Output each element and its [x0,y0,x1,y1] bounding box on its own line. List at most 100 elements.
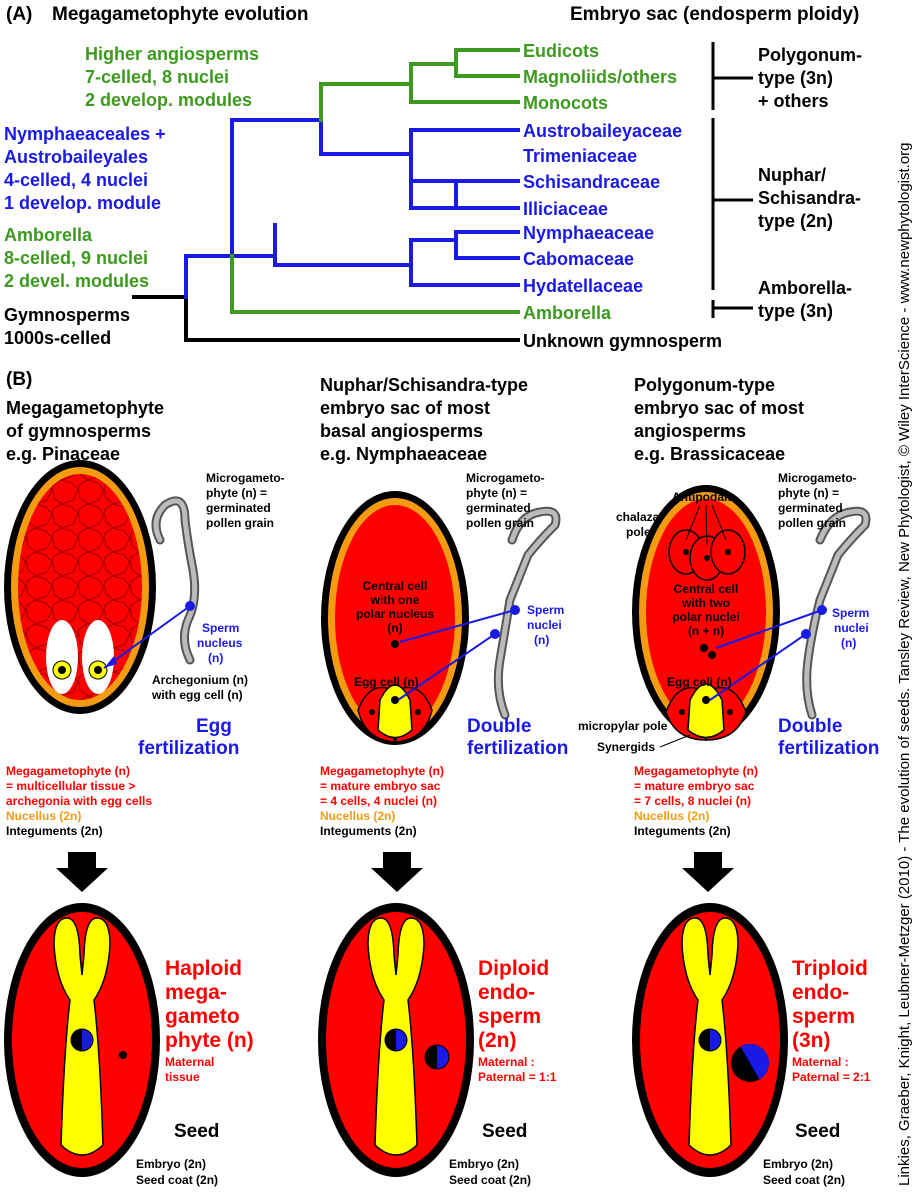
col3-fertilization-label: Double fertilization [778,716,879,759]
arrowhead [104,656,117,668]
taxon-monocots: Monocots [523,93,608,113]
svg-text:pollen grain: pollen grain [466,516,534,530]
svg-text:(n + n): (n + n) [688,624,724,638]
svg-text:sperm: sperm [478,1005,541,1028]
taxon-hydatellaceae: Hydatellaceae [523,276,643,296]
taxon-trimeniaceae: Trimeniaceae [523,146,637,166]
svg-text:8-celled, 9 nuclei: 8-celled, 9 nuclei [4,248,148,268]
taxon-nymphaeaceae: Nymphaeaceae [523,223,654,243]
svg-text:1 develop. module: 1 develop. module [4,193,161,213]
svg-text:Haploid: Haploid [165,957,242,980]
col2-title: Nuphar/Schisandra-type embryo sac of mos… [320,375,528,464]
svg-text:e.g. Pinaceae: e.g. Pinaceae [6,444,120,464]
svg-text:e.g. Nymphaeaceae: e.g. Nymphaeaceae [320,444,487,464]
down-arrow-icon [371,852,423,892]
svg-text:(2n): (2n) [478,1029,517,1052]
svg-text:endo-: endo- [478,981,535,1004]
taxon-eudicots: Eudicots [523,41,599,61]
taxon-illiciaceae: Illiciaceae [523,199,608,219]
svg-text:basal angiosperms: basal angiosperms [320,421,483,441]
group-gymnosperms: Gymnosperms 1000s-celled [4,305,130,348]
antipodals-pointer [685,504,727,546]
svg-text:type (2n): type (2n) [758,211,833,231]
svg-text:= 7 cells, 8 nuclei (n): = 7 cells, 8 nuclei (n) [634,794,751,808]
fertilization-arrow-col2b [397,633,496,701]
col1-seed-label: Haploid mega- gameto phyte (n) Maternal … [136,957,254,1187]
side-credit: Linkies, Graeber, Knight, Leubner-Metzge… [896,142,913,1186]
svg-text:2 devel. modules: 2 devel. modules [4,271,149,291]
svg-text:Microgameto-: Microgameto- [206,471,285,485]
svg-text:sperm: sperm [792,1005,855,1028]
taxon-schisandraceae: Schisandraceae [523,172,660,192]
polar-nucleus-col2 [391,640,399,648]
svg-text:1000s-celled: 1000s-celled [4,328,111,348]
svg-text:phyte (n): phyte (n) [165,1029,254,1052]
group-amborella: Amborella 8-celled, 9 nuclei 2 devel. mo… [4,225,149,291]
svg-text:Embryo (2n): Embryo (2n) [136,1157,206,1171]
svg-text:fertilization: fertilization [467,738,568,759]
seed-col1 [4,903,160,1177]
col3-central-cell-label: Central cell with two polar nuclei (n + … [672,582,739,638]
seed-col2 [318,903,474,1177]
svg-text:Seed: Seed [795,1121,840,1142]
svg-text:Megagametophyte (n): Megagametophyte (n) [6,764,130,778]
svg-text:phyte (n) =: phyte (n) = [206,486,267,500]
svg-text:Sperm: Sperm [527,603,564,617]
svg-text:archegonia with egg cells: archegonia with egg cells [6,794,152,808]
svg-text:Integuments (2n): Integuments (2n) [6,824,103,838]
svg-text:nuclei: nuclei [834,621,869,635]
svg-text:with two: with two [681,596,730,610]
seed-col3 [632,903,788,1177]
svg-text:Nuphar/: Nuphar/ [758,165,826,185]
svg-text:Gymnosperms: Gymnosperms [4,305,130,325]
col1-archegonium-label: Archegonium (n) with egg cell (n) [151,673,248,702]
svg-text:germinated: germinated [206,501,271,515]
archegonium-right [82,620,114,694]
taxon-magnoliids: Magnoliids/others [523,67,677,87]
svg-text:Nucellus (2n): Nucellus (2n) [6,809,81,823]
svg-text:embryo sac of most: embryo sac of most [320,398,490,418]
fertilization-arrow-col3a [715,609,823,649]
svg-text:nuclei: nuclei [527,618,562,632]
svg-text:Embryo (2n): Embryo (2n) [763,1157,833,1171]
svg-text:Seed coat (2n): Seed coat (2n) [763,1173,845,1187]
svg-text:Microgameto-: Microgameto- [466,471,545,485]
svg-text:Microgameto-: Microgameto- [778,471,857,485]
fertilization-arrow-col1 [103,605,191,669]
svg-text:Nucellus (2n): Nucellus (2n) [634,809,709,823]
group-nymphaeales: Nymphaeaceales + Austrobaileyales 4-cell… [4,124,166,213]
svg-text:chalazal: chalazal [616,510,663,524]
svg-text:Maternal :: Maternal : [478,1055,535,1069]
svg-text:Nucellus (2n): Nucellus (2n) [320,809,395,823]
panel-a-right-title: Embryo sac (endosperm ploidy) [570,4,859,25]
taxon-cabomaceae: Cabomaceae [523,249,634,269]
svg-text:of gymnosperms: of gymnosperms [6,421,151,441]
svg-text:2 develop. modules: 2 develop. modules [85,90,252,110]
svg-text:gameto: gameto [165,1005,240,1028]
svg-text:Seed coat (2n): Seed coat (2n) [136,1173,218,1187]
svg-text:= multicellular tissue >: = multicellular tissue > [6,779,135,793]
svg-text:type (3n): type (3n) [758,68,833,88]
svg-text:(n): (n) [534,633,549,647]
panel-a-title: Megagametophyte evolution [52,4,309,25]
panel-b-label: (B) [6,369,32,390]
svg-text:Central cell: Central cell [674,582,739,596]
taxa-labels: Eudicots Magnoliids/others Monocots Aust… [523,41,722,351]
col3-antipodals-label: Antipodals [672,490,734,504]
svg-text:(n): (n) [841,636,856,650]
svg-text:Paternal = 1:1: Paternal = 1:1 [478,1070,557,1084]
svg-text:endo-: endo- [792,981,849,1004]
svg-text:Seed: Seed [174,1121,219,1142]
svg-text:Megagametophyte (n): Megagametophyte (n) [634,764,758,778]
col3-egg-cell-label: Egg cell (n) [667,675,732,689]
svg-text:nucleus: nucleus [197,636,243,650]
col2-egg-cell-label: Egg cell (n) [354,675,419,689]
svg-text:4-celled, 4 nuclei: 4-celled, 4 nuclei [4,170,148,190]
col1-microgametophyte-label: Microgameto- phyte (n) = germinated poll… [206,471,285,530]
svg-text:type (3n): type (3n) [758,301,833,321]
phylogenetic-tree [132,48,520,342]
fertilization-arrow-col3b [709,633,807,701]
col3-synergids-label: Synergids [597,740,655,754]
col2-fertilization-label: Double fertilization [467,716,568,759]
